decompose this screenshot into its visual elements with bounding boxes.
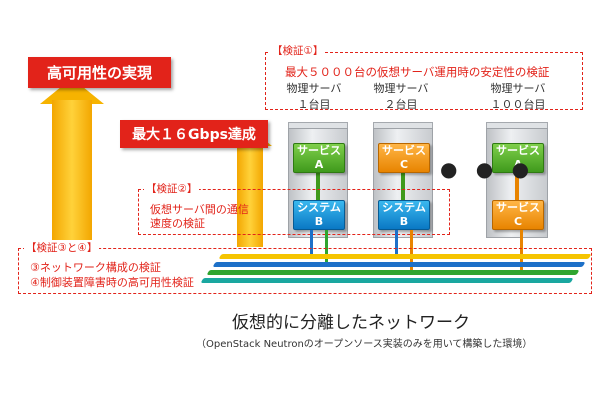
speed-label: 最大１６Gbps達成	[132, 127, 256, 143]
small-up-arrow	[237, 142, 263, 247]
server2-label: 物理サーバ ２台目	[373, 82, 429, 111]
large-up-arrow	[52, 100, 92, 245]
verification2-line2: 速度の検証	[150, 217, 205, 230]
ellipsis-dots: ● ● ●	[440, 157, 536, 181]
server1-link	[316, 172, 320, 204]
speed-label-box: 最大１６Gbps達成	[120, 120, 268, 148]
verification34-box	[18, 248, 592, 294]
verification1-text: 最大５０００台の仮想サーバ運用時の安定性の検証	[285, 65, 550, 79]
verification34-line1: ③ネットワーク構成の検証	[30, 261, 161, 274]
goal-label: 高可用性の実現	[46, 64, 152, 82]
network-title: 仮想的に分離したネットワーク	[232, 313, 470, 333]
goal-label-box: 高可用性の実現	[28, 57, 171, 88]
drop-line-a1	[325, 230, 328, 262]
server100-label: 物理サーバ １００台目	[490, 82, 546, 111]
drop-line-b1	[310, 230, 313, 258]
verification34-tag: 【検証③と④】	[24, 240, 100, 255]
verification2-box	[138, 189, 450, 235]
server2-link	[401, 172, 405, 204]
drop-line-b2	[395, 230, 398, 258]
verification2-line1: 仮想サーバ間の通信	[150, 203, 249, 216]
network-subtitle: （OpenStack Neutronのオープンソース実装のみを用いて構築した環境…	[196, 339, 533, 350]
server1-label: 物理サーバ １台目	[286, 82, 342, 111]
server100-link	[515, 172, 519, 204]
verification1-box	[265, 52, 583, 110]
verification2-tag: 【検証②】	[144, 181, 200, 196]
verification34-line2: ④制御装置障害時の高可用性検証	[30, 276, 194, 289]
verification1-tag: 【検証①】	[270, 43, 326, 58]
drop-line-c100	[520, 230, 523, 270]
drop-line-c2	[410, 230, 413, 270]
